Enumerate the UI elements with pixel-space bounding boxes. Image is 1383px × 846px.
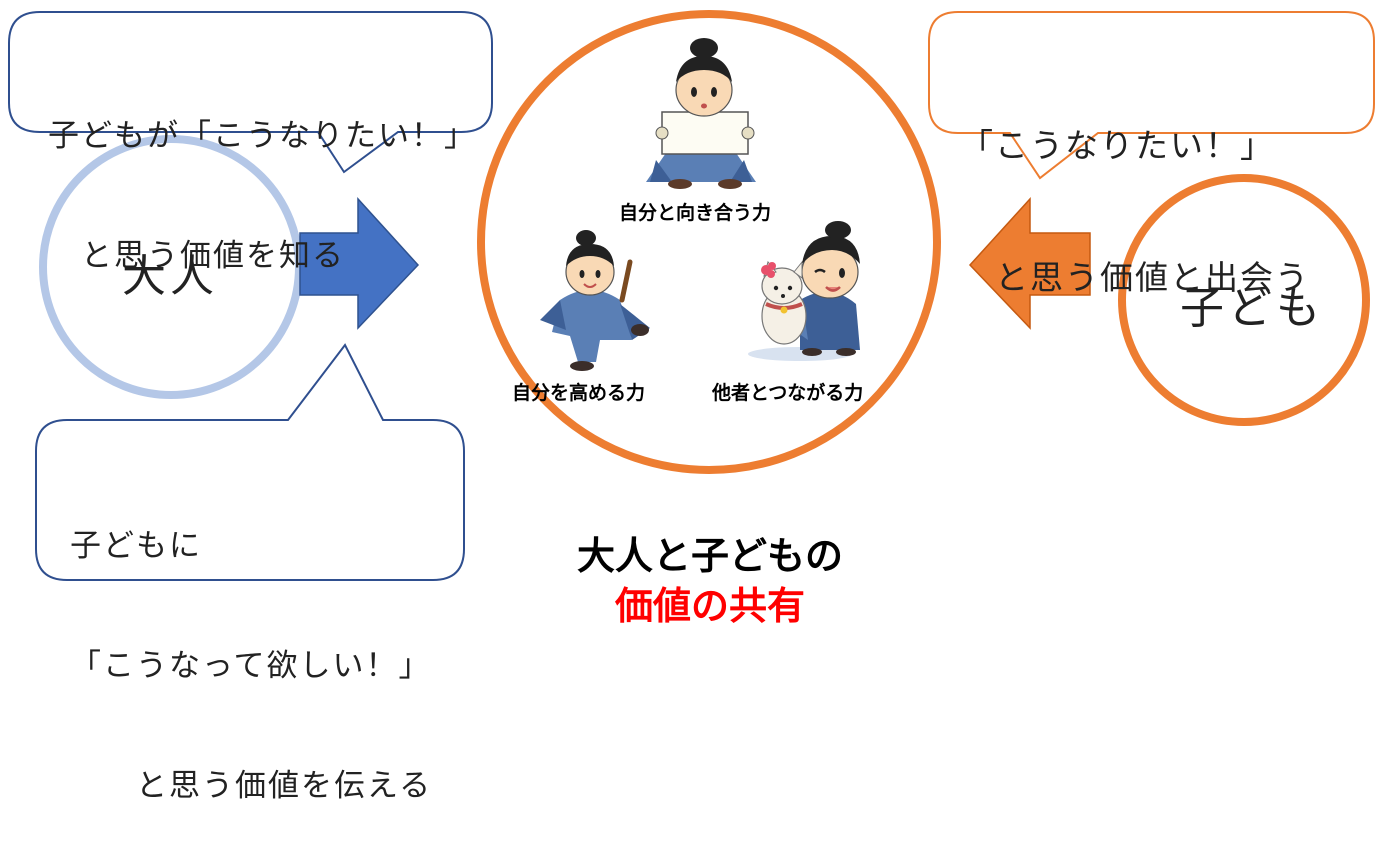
- caption-line-1: 大人と子どもの: [576, 534, 843, 578]
- bubble-line: 「こうなって欲しい！」: [70, 648, 432, 684]
- adult-circle: [39, 135, 303, 399]
- bubble-line: 「こうなりたい！」: [960, 126, 1275, 165]
- diagram-canvas: [8, 10, 1375, 581]
- child-circle: [1118, 174, 1370, 426]
- bubble-line: と思う価値を伝える: [70, 768, 433, 804]
- ability-connecting: 他者とつながる力: [712, 382, 864, 404]
- child-top-bubble-text: 「こうなりたい！」 と思う価値と出会う: [960, 36, 1310, 344]
- character-running: [540, 230, 650, 371]
- child-top-bubble: [928, 11, 1375, 180]
- adult-arrow: [299, 197, 420, 330]
- character-reading-scroll: [646, 38, 756, 189]
- adult-bottom-bubble: [35, 343, 465, 581]
- bubble-line: 子どもが「こうなりたい！」: [48, 118, 477, 154]
- caption-line-2: 価値の共有: [614, 584, 805, 628]
- child-circle-label: 子ども: [1180, 283, 1324, 334]
- ability-self-improving: 自分を高める力: [512, 382, 646, 404]
- ability-self-facing: 自分と向き合う力: [619, 202, 772, 224]
- adult-circle-label: 大人: [122, 251, 218, 302]
- character-with-dog: [748, 221, 860, 361]
- adult-top-bubble: [8, 11, 493, 174]
- adult-bottom-bubble-text: 子どもに 「こうなって欲しい！」 と思う価値を伝える: [70, 446, 432, 846]
- adult-top-bubble-text: 子どもが「こうなりたい！」 と思う価値を知る: [48, 36, 477, 316]
- bubble-line: と思う価値を知る: [48, 238, 345, 274]
- child-arrow: [968, 197, 1091, 330]
- bubble-line: 子どもに: [70, 528, 202, 564]
- bubble-line: と思う価値と出会う: [960, 258, 1310, 297]
